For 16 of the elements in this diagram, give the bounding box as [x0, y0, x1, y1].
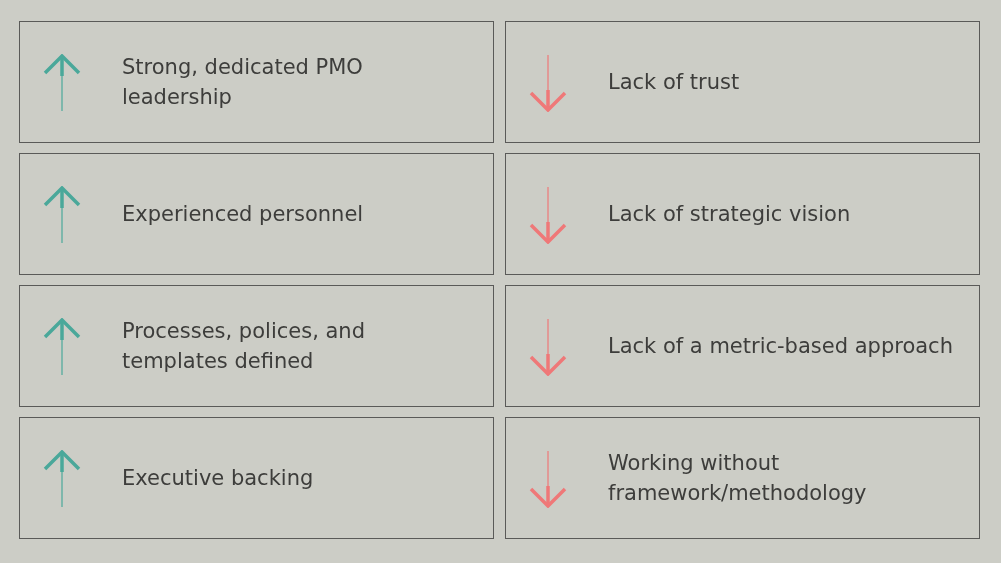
- factor-box: [505, 417, 980, 539]
- factor-box: [505, 153, 980, 275]
- factor-box: [19, 285, 494, 407]
- factor-box: [505, 21, 980, 143]
- factor-text: Lack of a metric-based approach: [608, 333, 954, 360]
- factor-text: Strong, dedicated PMO leadership: [122, 54, 364, 111]
- factor-box: [19, 153, 494, 275]
- factor-text: Executive backing: [122, 465, 315, 492]
- factor-text: Processes, polices, and templates defined: [122, 318, 366, 375]
- factor-text: Experienced personnel: [122, 201, 365, 228]
- factor-text: Lack of strategic vision: [608, 201, 852, 228]
- factor-box: [505, 285, 980, 407]
- factor-text: Lack of trust: [608, 69, 741, 96]
- factor-text: Working without framework/methodology: [608, 450, 868, 507]
- factor-box: [19, 417, 494, 539]
- factor-box: [19, 21, 494, 143]
